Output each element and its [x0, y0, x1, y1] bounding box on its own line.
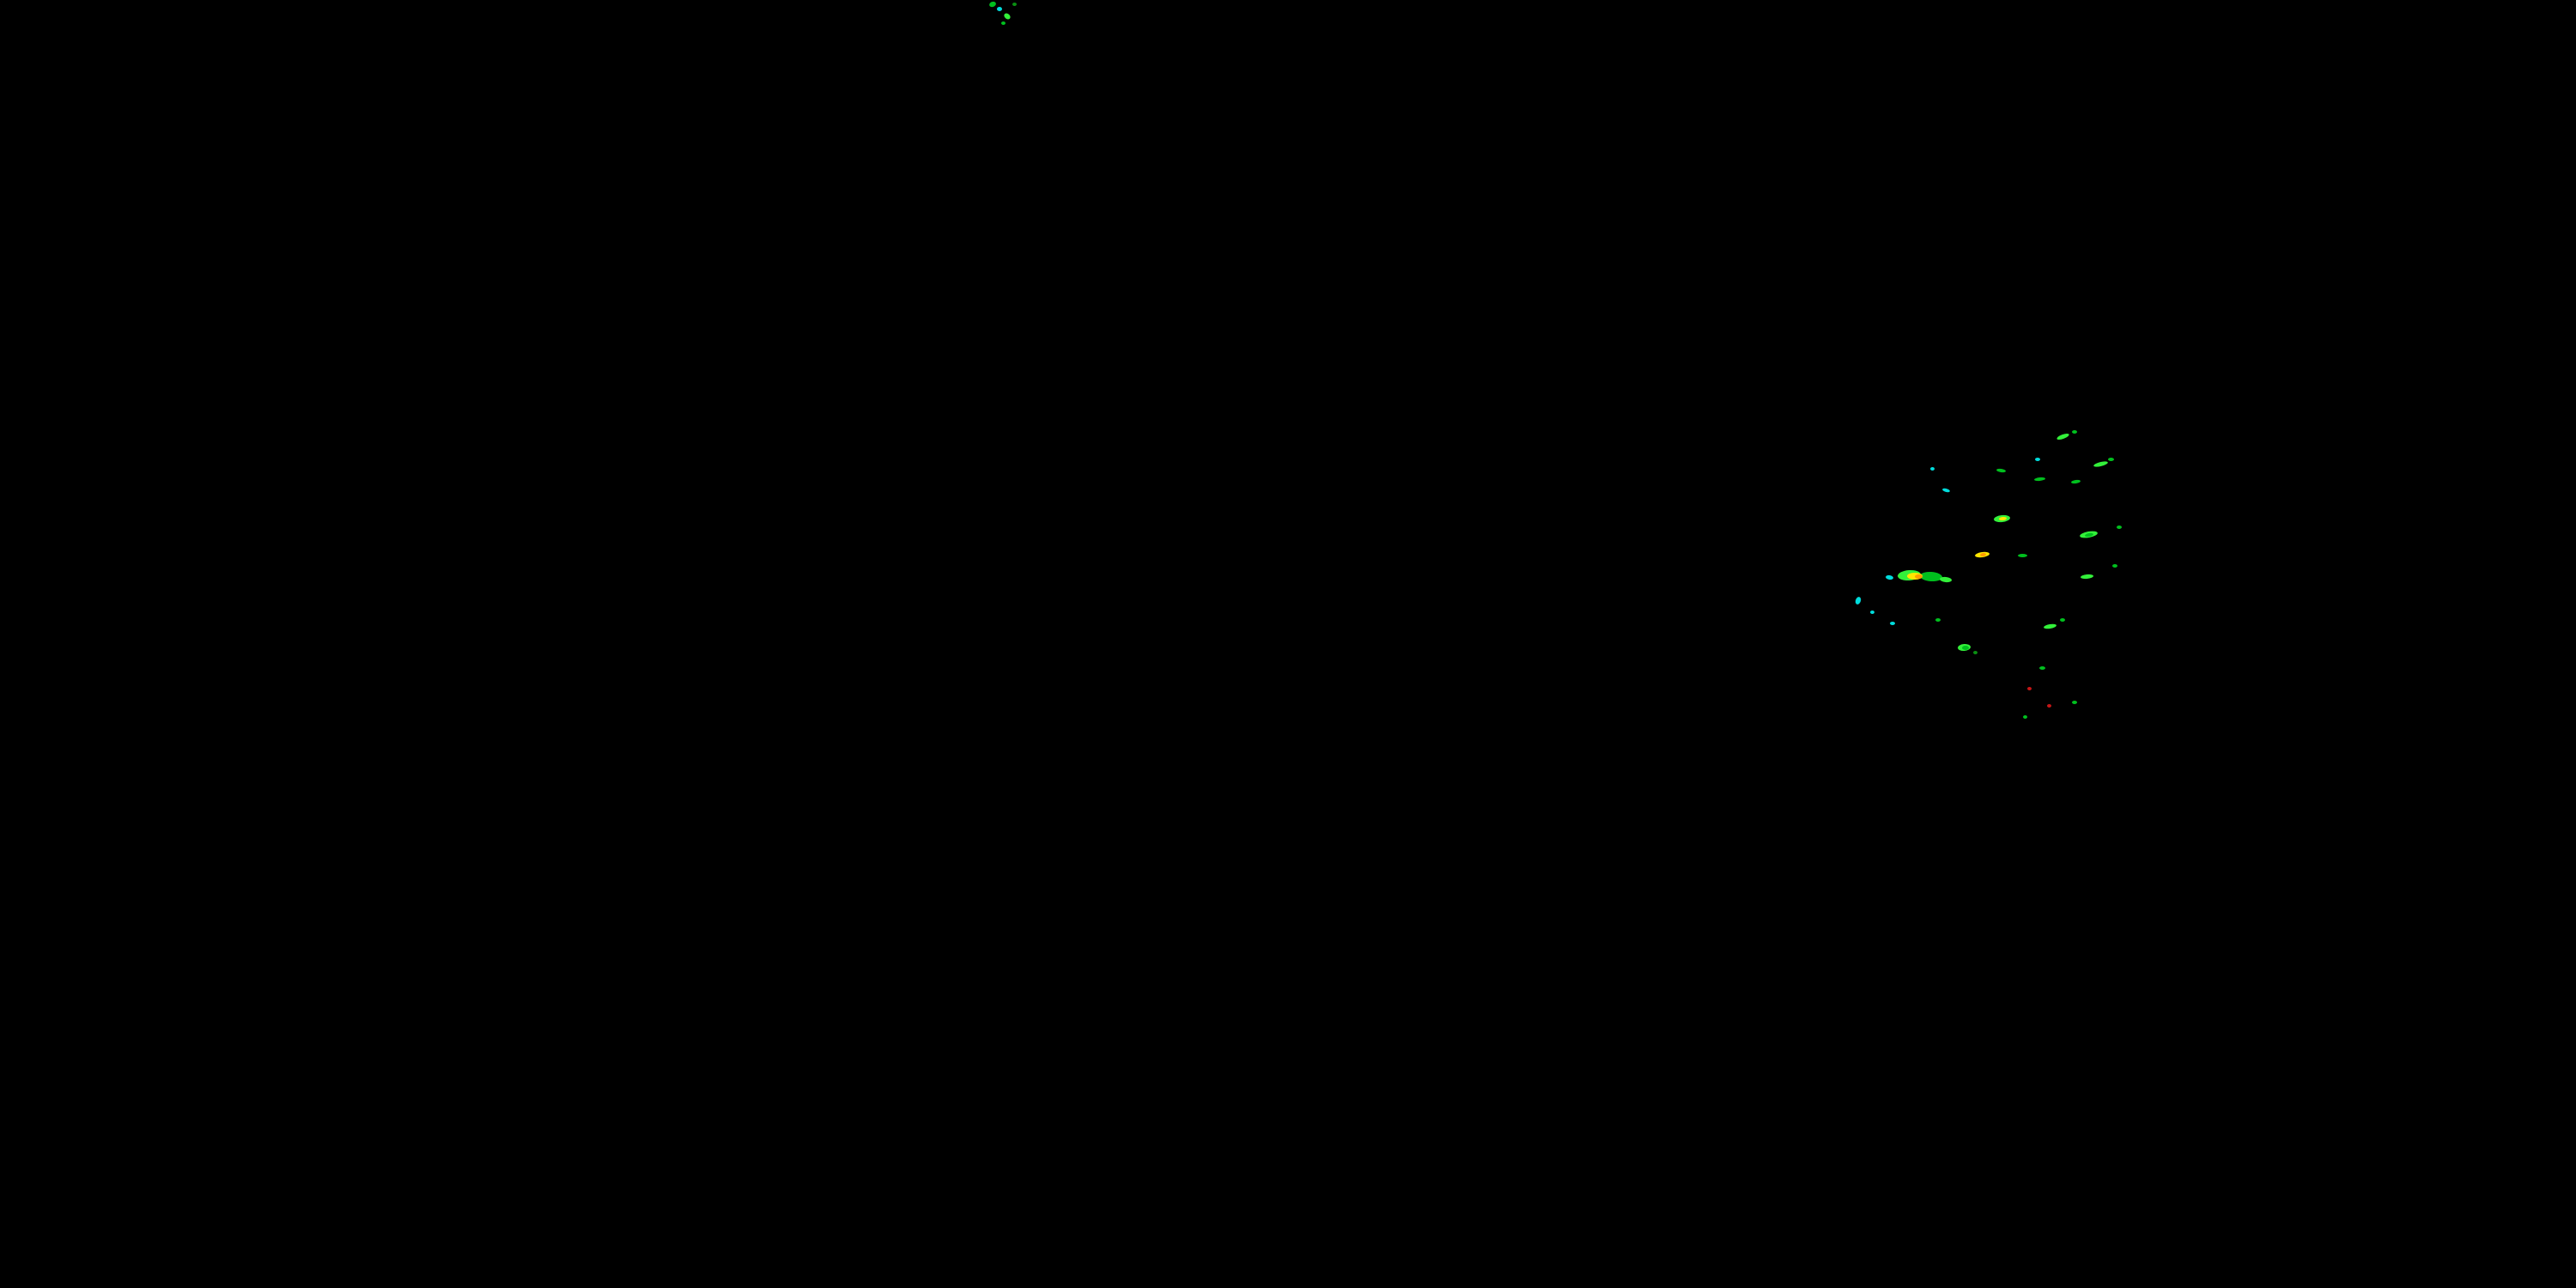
- radar-echo-moderate-echo: [1001, 21, 1005, 25]
- radar-echo-moderate-echo: [2070, 479, 2081, 484]
- radar-echo-light-echo: [1870, 611, 1874, 614]
- radar-echo-moderate-echo: [988, 0, 997, 9]
- radar-echo-light-echo: [997, 7, 1002, 11]
- radar-echo-moderate-echo: [2093, 460, 2109, 468]
- radar-echo-weak-echo: [1973, 651, 1978, 654]
- radar-echo-moderate-echo: [2018, 554, 2027, 557]
- radar-echo-light-echo: [1890, 622, 1895, 625]
- radar-echo-moderate-echo: [2060, 618, 2065, 622]
- radar-echo-light-echo: [2035, 458, 2040, 461]
- radar-echo-moderate-echo: [2033, 477, 2046, 482]
- radar-echo-weak-echo: [1012, 3, 1017, 6]
- radar-echo-moderate-echo: [2039, 666, 2045, 670]
- radar-echo-light-echo: [1885, 574, 1894, 580]
- radar-echo-moderate-echo: [2080, 574, 2094, 580]
- radar-echo-moderate-echo: [2072, 430, 2077, 434]
- radar-echo-moderate-echo: [2117, 526, 2122, 529]
- radar-echo-moderate-echo: [1003, 12, 1012, 21]
- radar-echo-moderate-echo: [2056, 432, 2070, 441]
- radar-echo-moderate-echo: [2043, 623, 2057, 630]
- radar-echo-moderate-echo: [2023, 715, 2027, 719]
- radar-echo-light-echo: [1941, 487, 1951, 494]
- radar-echo-light-echo: [1930, 467, 1935, 471]
- radar-echo-light-echo: [1854, 596, 1862, 605]
- radar-echo-moderate-echo: [1935, 618, 1941, 622]
- radar-echo-intense-echo: [1915, 574, 1923, 579]
- radar-echo-moderate-echo: [2108, 458, 2114, 461]
- radar-echo-moderate-echo: [2072, 701, 2077, 704]
- radar-echo-moderate-echo: [1996, 468, 2007, 473]
- radar-echo-severe-echo: [2047, 704, 2051, 708]
- radar-echo-severe-echo: [2027, 687, 2032, 690]
- radar-echo-moderate-echo: [1939, 576, 1953, 583]
- radar-echo-moderate-echo: [1962, 646, 1969, 650]
- radar-echo-moderate-echo: [1919, 571, 1943, 582]
- radar-echo-moderate-echo: [2112, 564, 2117, 568]
